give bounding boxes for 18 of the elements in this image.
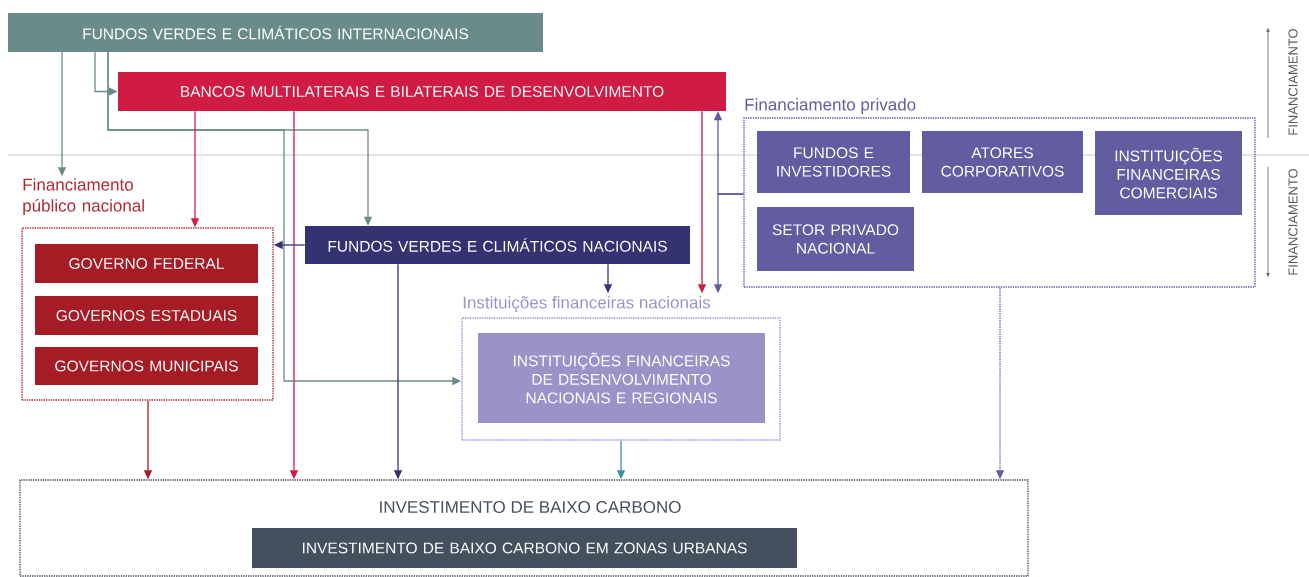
category-box: FUNDOS VERDES E CLIMÁTICOS NACIONAIS <box>305 226 690 264</box>
group-heading: Instituições financeiras nacionais <box>463 296 711 312</box>
category-box: ATORES CORPORATIVOS <box>922 131 1083 193</box>
category-box: BANCOS MULTILATERAIS E BILATERAIS DE DESENVOLVIMENTO <box>118 72 726 111</box>
group-heading: Financiamento público nacional <box>23 178 144 216</box>
category-box: GOVERNOS ESTADUAIS <box>35 296 258 335</box>
category-box: INSTITUIÇÕES FINANCEIRAS DE DESENVOLVIMENTO NACIONAIS E REGIONAIS <box>478 333 765 423</box>
axis-label: FINANCIAMENTO <box>1288 28 1298 135</box>
group-heading: INVESTIMENTO DE BAIXO CARBONO <box>380 500 681 513</box>
category-box: FUNDOS VERDES E CLIMÁTICOS INTERNACIONAIS <box>8 13 543 52</box>
category-box: INVESTIMENTO DE BAIXO CARBONO EM ZONAS URBANAS <box>252 528 797 568</box>
category-box: FUNDOS E INVESTIDORES <box>757 131 910 193</box>
category-box: INSTITUIÇÕES FINANCEIRAS COMERCIAIS <box>1095 131 1242 215</box>
group-heading: Financiamento privado <box>745 98 916 114</box>
axis-label: FINANCIAMENTO <box>1288 168 1298 275</box>
category-box: GOVERNOS MUNICIPAIS <box>35 347 258 385</box>
category-box: SETOR PRIVADO NACIONAL <box>757 207 914 271</box>
category-box: GOVERNO FEDERAL <box>35 244 258 283</box>
